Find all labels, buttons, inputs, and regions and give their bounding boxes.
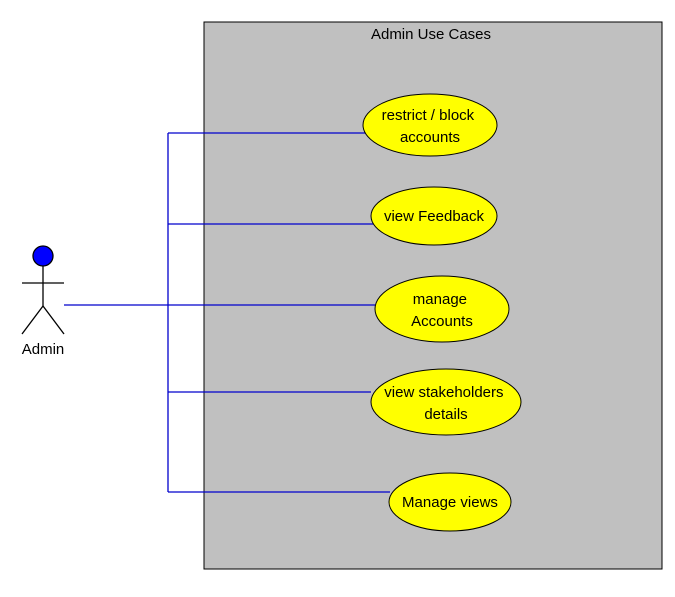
use-case-label-line: details bbox=[424, 406, 467, 423]
actor-head bbox=[32, 245, 54, 267]
use-case-manage-accounts: manage Accounts bbox=[374, 275, 510, 343]
use-case-label: view stakeholders details bbox=[384, 384, 507, 423]
actor-admin: Admin bbox=[21, 245, 65, 358]
association-lines bbox=[64, 132, 390, 493]
use-case-ellipse bbox=[374, 275, 510, 343]
actor-label: Admin bbox=[22, 341, 65, 358]
use-case-ellipse bbox=[362, 93, 498, 157]
use-case-label-line: restrict / block bbox=[382, 107, 475, 124]
use-case-ellipse bbox=[388, 472, 512, 532]
use-case-label-line: manage bbox=[413, 291, 467, 308]
use-case-label: Manage views bbox=[402, 494, 498, 511]
use-case-manage-views: Manage views bbox=[388, 472, 512, 532]
use-case-label: manage Accounts bbox=[411, 291, 473, 330]
use-case-restrict-block-accounts: restrict / block accounts bbox=[362, 93, 498, 157]
use-case-ellipse bbox=[370, 186, 498, 246]
use-case-view-stakeholders-details: view stakeholders details bbox=[370, 368, 522, 436]
use-case-view-feedback: view Feedback bbox=[370, 186, 498, 246]
stick-figure-actor-icon bbox=[21, 245, 65, 335]
use-case-label-line: accounts bbox=[400, 129, 460, 146]
use-case-label-line: view stakeholders bbox=[384, 384, 503, 401]
use-case-label-line: Accounts bbox=[411, 313, 473, 330]
use-case-ellipse bbox=[370, 368, 522, 436]
use-case-label: restrict / block accounts bbox=[382, 107, 479, 146]
system-boundary-title: Admin Use Cases bbox=[371, 26, 491, 43]
use-case-label: view Feedback bbox=[384, 208, 485, 225]
actor-left-leg bbox=[21, 305, 44, 335]
actor-right-leg bbox=[42, 305, 65, 335]
